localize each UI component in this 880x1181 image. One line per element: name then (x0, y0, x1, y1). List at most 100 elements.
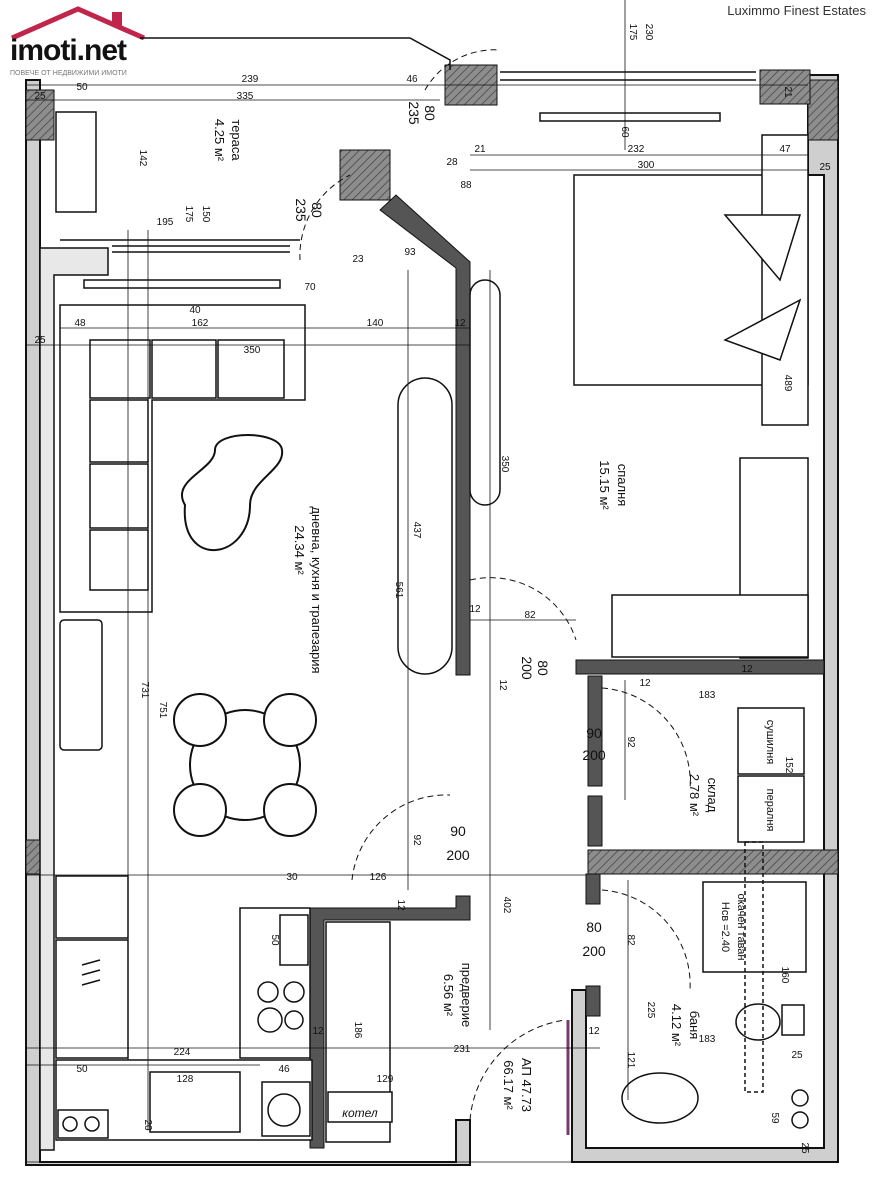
dim-50b: 50 (269, 934, 280, 946)
terrace-name: тераса (229, 119, 244, 161)
dim-731: 731 (139, 682, 150, 699)
hall-name: предверие (459, 963, 474, 1028)
door-label: 80 200 (582, 919, 606, 959)
dim-25c: 25 (34, 335, 46, 346)
dryer-label: сушилня (764, 720, 776, 764)
bedroom-name: спалня (615, 464, 630, 507)
washer-label: пералня (764, 789, 776, 832)
door-width: 90 (586, 725, 602, 741)
dim-70: 70 (304, 282, 316, 293)
dim-160: 160 (779, 967, 790, 984)
ceiling-height-label: Нсв =2.40 (719, 902, 731, 952)
dim-12h: 12 (588, 1026, 600, 1037)
terrace-area: 4.25 м² (212, 119, 227, 162)
logo-roof-icon (10, 6, 146, 40)
dim-12e: 12 (639, 678, 651, 689)
dim-232: 232 (628, 144, 645, 155)
logo-wordmark: imoti.net (10, 34, 127, 67)
dim-126: 126 (370, 872, 387, 883)
dim-121: 121 (625, 1052, 636, 1069)
dim-12f: 12 (395, 899, 406, 911)
dim-350b: 350 (499, 456, 510, 473)
dining-table (173, 693, 317, 837)
dim-751: 751 (157, 702, 168, 719)
dim-50c: 50 (76, 1064, 88, 1075)
dim-437: 437 (411, 522, 422, 539)
sideboard (59, 619, 103, 751)
dim-142: 142 (137, 150, 148, 167)
door-height: 200 (582, 943, 606, 959)
dim-561: 561 (393, 582, 404, 599)
site-logo[interactable]: imoti.net ПОВЕЧЕ ОТ НЕДВИЖИМИ ИМОТИ (8, 6, 178, 77)
apartment-total-area: 66.17 м² (501, 1060, 516, 1110)
wardrobe (611, 457, 809, 659)
dim-12: 12 (454, 318, 466, 329)
dim-231: 231 (454, 1044, 471, 1055)
dim-230: 230 (643, 24, 654, 41)
dim-25e: 25 (799, 1142, 810, 1154)
dim-59: 59 (769, 1112, 780, 1124)
door-label: 90 200 (446, 823, 470, 863)
kitchen-counters (55, 875, 313, 1141)
door-height: 200 (519, 656, 535, 680)
dim-350: 350 (244, 345, 261, 356)
dim-25b: 25 (819, 162, 831, 173)
dim-402: 402 (501, 897, 512, 914)
ceiling-label: окачен таван (735, 894, 747, 961)
door-width: 80 (586, 919, 602, 935)
dim-82b: 82 (625, 934, 636, 946)
dim-12c: 12 (741, 664, 753, 675)
dim-82: 82 (524, 610, 536, 621)
room-labels: тераса 4.25 м² дневна, кухня и трапезари… (212, 119, 720, 1112)
dim-175: 175 (627, 24, 638, 41)
dim-92b: 92 (411, 834, 422, 846)
dim-21: 21 (782, 86, 793, 98)
bedroom-tv-unit (469, 279, 501, 506)
bath-name: баня (687, 1011, 702, 1040)
dim-40: 40 (189, 305, 201, 316)
dim-335: 335 (237, 91, 254, 102)
door-label: 80 235 (293, 198, 325, 222)
hall-fixtures (325, 921, 393, 1143)
bathroom-fixtures (621, 841, 809, 1129)
interior-walls (309, 194, 839, 1149)
bath-area: 4.12 м² (669, 1004, 684, 1047)
storage-area: 2.78 м² (687, 774, 702, 817)
outer-walls (25, 64, 839, 1166)
dim-60: 60 (619, 126, 630, 138)
door-width: 90 (450, 823, 466, 839)
dim-48: 48 (74, 318, 86, 329)
door-width: 80 (422, 105, 438, 121)
dim-183: 183 (699, 690, 716, 701)
dim-46b: 46 (278, 1064, 290, 1075)
dimension-lines (26, 0, 838, 1163)
dim-25d: 25 (791, 1050, 803, 1061)
door-label: 80 200 (519, 656, 551, 680)
dim-224: 224 (174, 1047, 191, 1058)
dim-88: 88 (460, 180, 472, 191)
dim-128: 128 (177, 1074, 194, 1085)
dim-195: 195 (157, 217, 174, 228)
door-height: 235 (406, 101, 422, 125)
dim-162: 162 (192, 318, 209, 329)
dim-239: 239 (242, 74, 259, 85)
door-height: 235 (293, 198, 309, 222)
dim-93: 93 (404, 247, 416, 258)
living-area: 24.34 м² (292, 525, 307, 575)
dim-186: 186 (352, 1022, 363, 1039)
dim-46: 46 (406, 74, 418, 85)
dim-489: 489 (782, 375, 793, 392)
living-name: дневна, кухня и трапезария (309, 506, 324, 673)
coffee-table (181, 434, 284, 551)
dim-12d: 12 (497, 679, 508, 691)
door-height: 200 (582, 747, 606, 763)
bed (573, 134, 809, 426)
door-label: 90 200 (582, 725, 606, 763)
door-width: 80 (535, 660, 551, 676)
dim-25: 25 (34, 91, 46, 102)
dim-129: 129 (377, 1074, 394, 1085)
storage-name: склад (705, 778, 720, 813)
dim-175b: 175 (183, 206, 194, 223)
dim-30: 30 (286, 872, 298, 883)
dim-12b: 12 (469, 604, 481, 615)
